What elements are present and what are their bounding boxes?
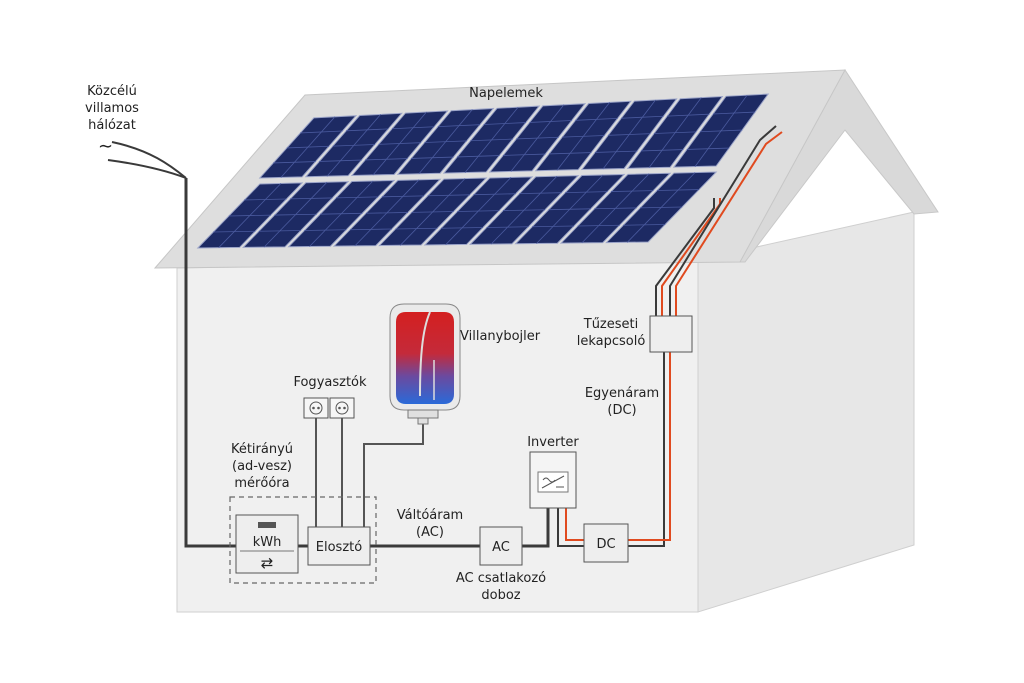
meter-label: Kétirányú (ad-vesz) mérőóra [231,442,293,491]
fire-switch-box [649,315,693,353]
svg-text:lekapcsoló: lekapcsoló [577,334,646,349]
grid-input-wire-1 [111,141,187,179]
kwh-label: kWh [253,535,282,550]
dc-current-label: Egyenáram (DC) [585,386,659,418]
panel-cell-line [418,109,473,175]
svg-text:AC csatlakozó: AC csatlakozó [456,571,546,586]
panel-cell-line [581,173,650,244]
grid-input-wire-2 [107,159,187,179]
boiler-label: Villanybojler [460,329,541,344]
panel-cell-line [490,175,558,245]
svg-text:Tűzeseti: Tűzeseti [583,317,638,332]
ac-box-caption: AC csatlakozó doboz [456,571,546,603]
ac-current-label: Váltóáram (AC) [397,508,463,540]
panels-label: Napelemek [469,86,543,101]
dc-box-label: DC [596,537,615,552]
svg-text:doboz: doboz [481,588,520,603]
dc-box [583,523,629,563]
inverter-to-dc-wire-dark [557,508,584,547]
panel-cell-line [309,180,374,247]
socket-1 [303,397,329,419]
ac-box [479,526,523,566]
house-side-wall [697,211,915,613]
panel-cell-line [556,102,611,171]
boiler [389,303,461,425]
ac-box-label: AC [492,540,510,555]
panel-cell-line [445,177,512,245]
panel-cell-line [263,181,328,248]
panel-cell-line [280,116,336,178]
inverter-to-dc-wire-red [565,508,584,541]
panel-cell-line [536,174,604,244]
panel-cell-line [648,97,702,169]
wiring [107,125,783,548]
inverter-label: Inverter [527,435,579,450]
panel-cell-line [602,99,656,170]
panel-cell-line [627,172,696,243]
dc-to-switch-wire-dark [628,352,665,547]
svg-text:villamos: villamos [85,101,139,116]
socket-2 [329,397,355,419]
svg-text:Váltóáram: Váltóáram [397,508,463,523]
svg-text:Közcélú: Közcélú [87,84,137,99]
panel-cell-line [372,111,427,176]
consumers-label: Fogyasztók [293,375,367,390]
svg-text:Egyenáram: Egyenáram [585,386,659,401]
switch-to-panels-wire-1 [655,198,715,316]
inverter [529,451,577,509]
svg-text:(AC): (AC) [416,525,444,540]
switch-to-panels-wire-4 [675,131,783,316]
panel-cell-line [326,114,382,177]
panel-cell-line [464,106,519,173]
grid-label: Közcélú villamos hálózat [85,84,139,133]
fire-switch-label: Tűzeseti lekapcsoló [577,317,646,349]
switch-to-panels-wire-2 [661,198,721,316]
ac-box-to-inverter-wire [522,508,550,548]
svg-text:mérőóra: mérőóra [234,476,289,491]
panel-cell-line [694,94,748,167]
panel-cell-line [400,178,466,246]
ac-symbol-icon: ∼ [98,136,113,157]
meter-display [258,522,276,528]
solar-panel-array [196,93,770,249]
panel-cell-line [354,179,420,247]
kwh-meter: kWh ⇄ [235,514,299,574]
panel-cell-line [218,183,282,248]
grid-wire [184,178,236,548]
distributor-box [307,526,371,566]
dc-to-switch-wire-red [628,352,671,541]
svg-text:(DC): (DC) [607,403,636,418]
switch-to-panels-wire-3 [669,125,777,316]
distributor-label: Elosztó [316,540,362,555]
bidirectional-arrows-icon: ⇄ [261,554,274,572]
svg-text:(ad-vesz): (ad-vesz) [232,459,292,474]
meter-enclosure [229,496,377,584]
panel-cell-line [510,104,565,172]
svg-text:Kétirányú: Kétirányú [231,442,293,457]
svg-text:hálózat: hálózat [88,118,136,133]
boiler-wire [363,422,424,527]
